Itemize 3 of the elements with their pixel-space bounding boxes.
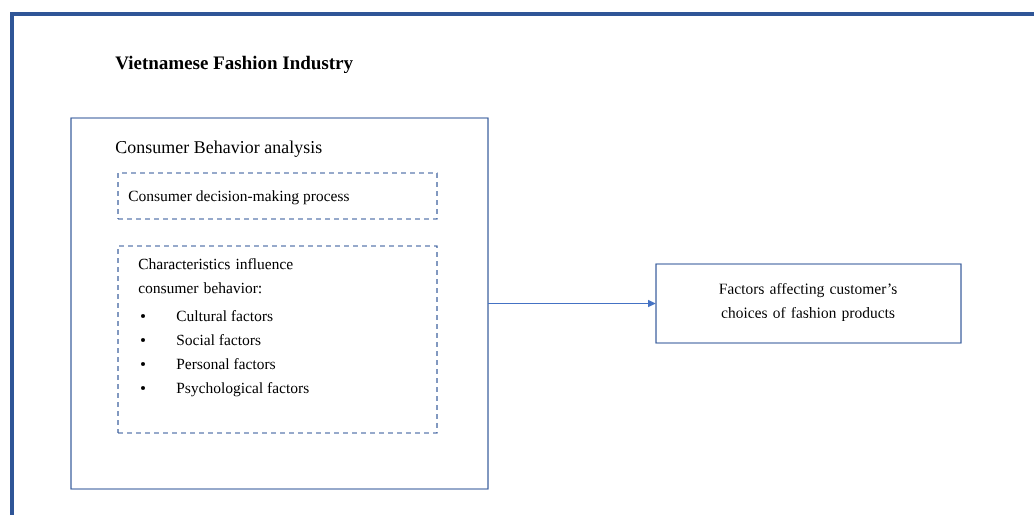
dashed-box: Characteristics influence consumer behavior: Cultural factors Social factors Personal factors Psychological factors	[117, 245, 438, 434]
process-box: Factors affecting customer’s choices of fashion products	[655, 263, 962, 344]
dashed-box: Consumer decision-making process	[117, 172, 438, 220]
